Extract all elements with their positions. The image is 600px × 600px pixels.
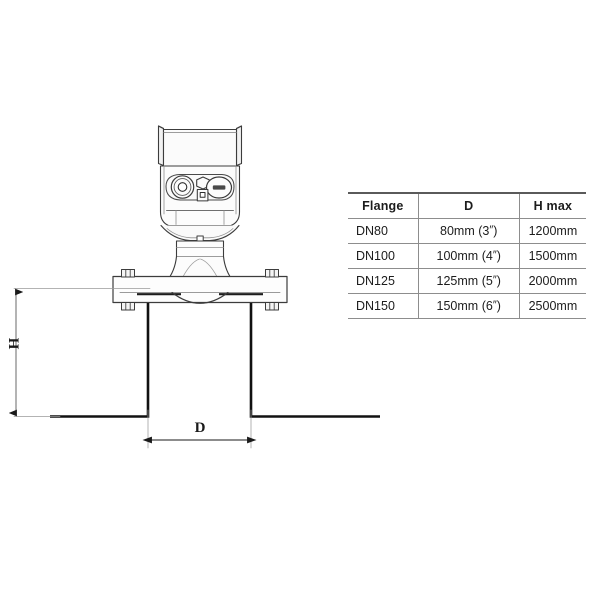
display-window (205, 176, 233, 199)
dimension-h (8, 288, 151, 417)
process-neck (175, 240, 225, 258)
cell-d-inch-close: ) (493, 224, 498, 238)
cell-d-inch-open: (4 (481, 249, 493, 263)
cell-flange: DN150 (348, 293, 419, 319)
housing-top-cap (162, 128, 238, 169)
cell-d-mm: 80mm (440, 224, 475, 238)
cell-d-inch-close: ) (496, 299, 501, 313)
cell-flange: DN125 (348, 268, 419, 294)
inch-symbol: ″ (492, 249, 497, 261)
dimension-d-label: D (194, 420, 206, 436)
cell-d: 150mm (6″) (418, 293, 520, 319)
flange-specification-table: Flange D H max DN80 80mm (3″) 1200mm DN1… (348, 192, 586, 319)
cell-hmax: 2500mm (519, 293, 586, 319)
table-row: DN100 100mm (4″) 1500mm (348, 243, 586, 269)
cell-d-mm: 125mm (436, 274, 479, 288)
cell-flange: DN100 (348, 243, 419, 269)
table-header-row: Flange D H max (348, 192, 586, 219)
cell-d-inch-open: (3 (478, 224, 490, 238)
housing-face-plate (165, 173, 235, 202)
cell-d-mm: 100mm (436, 249, 479, 263)
cell-d: 100mm (4″) (418, 243, 520, 269)
inch-symbol: ″ (492, 274, 497, 286)
cell-flange: DN80 (348, 218, 419, 244)
table-row: DN125 125mm (5″) 2000mm (348, 268, 586, 294)
table-row: DN80 80mm (3″) 1200mm (348, 218, 586, 244)
cell-d: 80mm (3″) (418, 218, 520, 244)
mounting-flange (112, 275, 288, 304)
inch-symbol: ″ (492, 299, 497, 311)
column-header-hmax: H max (519, 192, 586, 219)
table-row: DN150 150mm (6″) 2500mm (348, 293, 586, 319)
cell-hmax: 1500mm (519, 243, 586, 269)
dimension-d (142, 409, 257, 449)
cell-d-inch-open: (6 (481, 299, 493, 313)
cell-d-inch-close: ) (496, 274, 501, 288)
cell-d-mm: 150mm (436, 299, 479, 313)
dimension-h-label: H (6, 337, 23, 350)
terminal-block (196, 188, 209, 202)
cable-entry-gland (170, 175, 195, 199)
cell-d: 125mm (5″) (418, 268, 520, 294)
column-header-d: D (418, 192, 520, 219)
tank-wall (50, 303, 380, 418)
cell-hmax: 1200mm (519, 218, 586, 244)
cell-hmax: 2000mm (519, 268, 586, 294)
inch-symbol: ″ (489, 224, 494, 236)
flange-bolts (121, 269, 279, 311)
cell-d-inch-open: (5 (481, 274, 493, 288)
column-header-flange: Flange (348, 192, 419, 219)
cell-d-inch-close: ) (496, 249, 501, 263)
